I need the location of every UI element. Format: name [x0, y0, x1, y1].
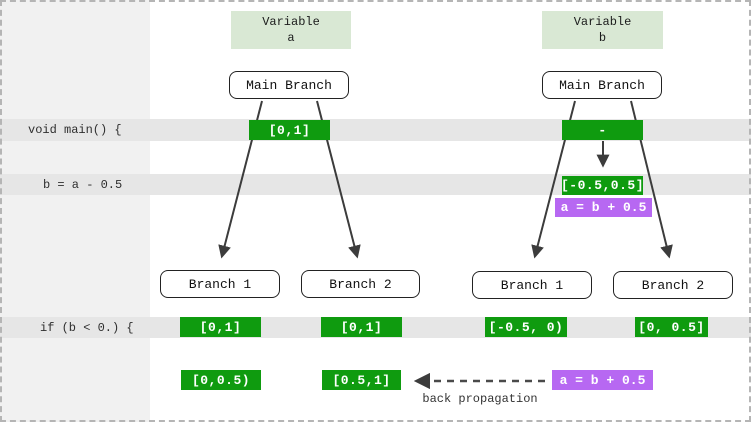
variable-a-branch1-result-interval: [0,0.5) [181, 370, 261, 390]
variable-a-header: Variable a [231, 11, 351, 49]
code-line-assign: b = a - 0.5 [43, 178, 123, 192]
variable-a-branch2-result-interval: [0.5,1] [322, 370, 401, 390]
variable-b-header-line1: Variable [573, 15, 632, 29]
variable-b-assigned-interval: [-0.5,0.5] [561, 176, 645, 195]
variable-b-main-branch-label: Main Branch [559, 77, 645, 93]
variable-a-branch1-if-interval: [0,1] [180, 317, 261, 337]
variable-b-branch2-if-interval: [0, 0.5] [635, 317, 708, 337]
variable-b-main-branch-node: Main Branch [542, 71, 662, 99]
variable-a-header-line2: a [287, 31, 295, 45]
code-line-void-main: void main() { [28, 123, 122, 137]
variable-b-branch1-node: Branch 1 [472, 271, 592, 299]
back-propagation-label: back propagation [422, 392, 538, 406]
variable-b-header: Variable b [542, 11, 663, 49]
variable-b-branch1-label: Branch 1 [500, 277, 564, 293]
code-panel [0, 0, 150, 422]
variable-a-header-line1: Variable [262, 15, 320, 29]
variable-b-branch2-node: Branch 2 [613, 271, 733, 299]
variable-a-main-branch-node: Main Branch [229, 71, 349, 99]
variable-b-branch1-if-interval: [-0.5, 0) [485, 317, 567, 337]
variable-a-main-branch-label: Main Branch [246, 77, 332, 93]
variable-a-main-interval: [0,1] [249, 120, 330, 140]
code-line-if: if (b < 0.) { [40, 321, 134, 335]
variable-b-assign-expression: a = b + 0.5 [555, 198, 652, 217]
variable-b-header-line2: b [598, 31, 607, 45]
variable-a-branch2-if-interval: [0,1] [321, 317, 402, 337]
variable-b-main-interval: - [562, 120, 643, 140]
variable-a-branch1-label: Branch 1 [188, 276, 252, 292]
variable-a-branch2-node: Branch 2 [301, 270, 420, 298]
variable-b-branch2-label: Branch 2 [641, 277, 705, 293]
variable-a-branch2-label: Branch 2 [329, 276, 392, 292]
variable-a-branch1-node: Branch 1 [160, 270, 280, 298]
back-propagation-expression: a = b + 0.5 [552, 370, 653, 390]
